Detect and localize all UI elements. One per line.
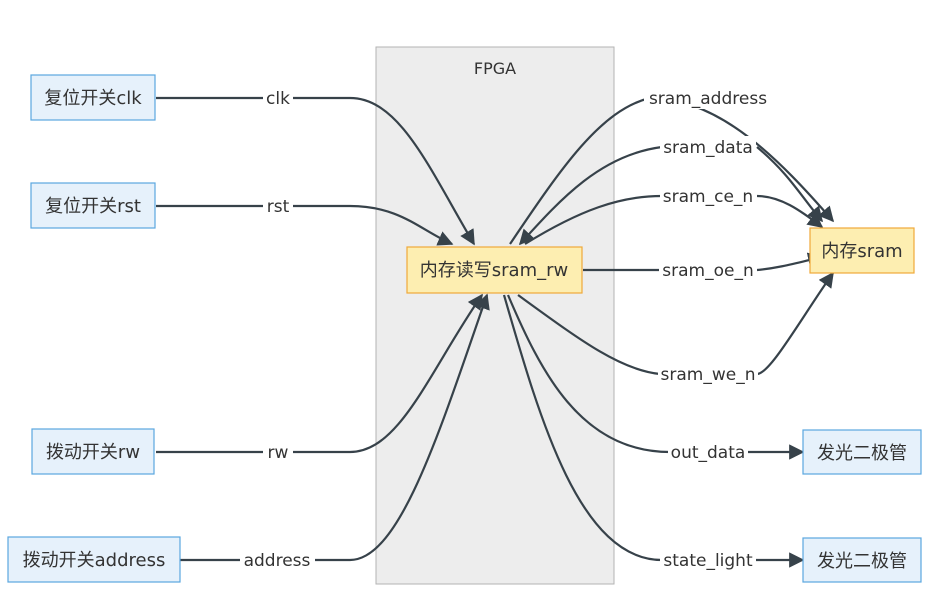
node-rst-switch-label: 复位开关rst [45, 196, 141, 217]
edge-rw [156, 293, 483, 454]
node-clk-switch[interactable]: 复位开关clk [30, 74, 156, 121]
edge-sram-ce-n [524, 194, 822, 245]
node-rw-switch[interactable]: 拨动开关rw [31, 428, 155, 475]
fpga-cluster-box [375, 46, 615, 585]
edge-label-clk: clk [266, 89, 290, 109]
node-led-state[interactable]: 发光二极管 [802, 537, 922, 583]
node-rst-switch[interactable]: 复位开关rst [30, 182, 156, 229]
node-clk-switch-label: 复位开关clk [44, 88, 142, 109]
node-led-state-label: 发光二极管 [817, 551, 907, 572]
node-sram-rw-label: 内存读写sram_rw [420, 260, 568, 281]
edge-label-rst: rst [267, 197, 290, 217]
node-led-data[interactable]: 发光二极管 [802, 429, 922, 475]
edge-labels: clk rst rw address sram_address sram_dat… [240, 87, 772, 571]
edge-sram-data-to-sram [756, 146, 823, 223]
edge-clk [156, 96, 475, 246]
edge-label-sram-data: sram_data [663, 138, 753, 158]
fpga-cluster: FPGA [375, 46, 615, 585]
fpga-cluster-title: FPGA [474, 59, 516, 78]
node-sram-label: 内存sram [821, 241, 902, 262]
edge-label-address: address [244, 551, 311, 571]
edge-label-state-light: state_light [663, 551, 753, 571]
node-led-data-label: 发光二极管 [817, 443, 907, 464]
node-sram[interactable]: 内存sram [809, 227, 915, 274]
edge-sram-we-n [517, 273, 833, 376]
edge-rst [156, 204, 454, 246]
edge-label-sram-ce-n: sram_ce_n [663, 187, 753, 207]
edge-sram-data-to-rw [518, 145, 663, 246]
node-address-switch[interactable]: 拨动开关address [7, 536, 181, 583]
node-address-switch-label: 拨动开关address [23, 550, 166, 571]
node-rw-switch-label: 拨动开关rw [46, 442, 140, 463]
edge-state-light [502, 294, 805, 568]
edge-label-sram-oe-n: sram_oe_n [662, 261, 753, 281]
node-sram-rw[interactable]: 内存读写sram_rw [406, 246, 583, 294]
edge-label-rw: rw [268, 443, 289, 463]
edge-label-sram-we-n: sram_we_n [661, 365, 756, 385]
edge-out-data [506, 294, 805, 460]
edge-label-sram-address: sram_address [649, 89, 767, 109]
edge-label-out-data: out_data [671, 443, 746, 463]
